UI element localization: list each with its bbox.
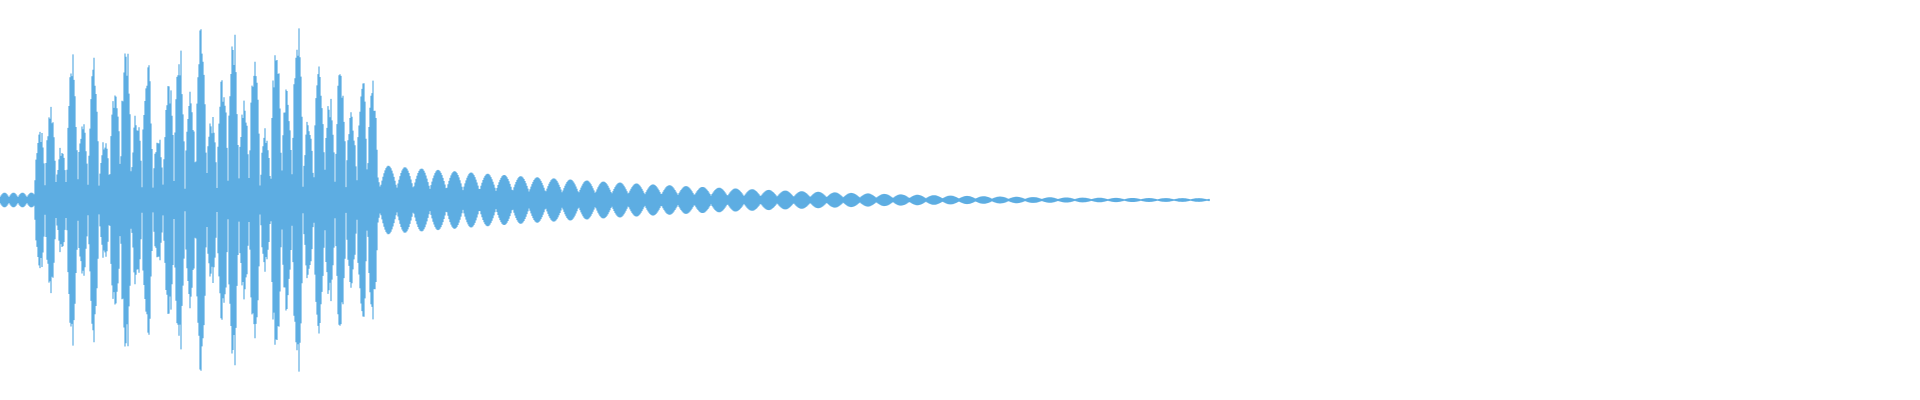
waveform-bars: [0, 28, 1210, 372]
